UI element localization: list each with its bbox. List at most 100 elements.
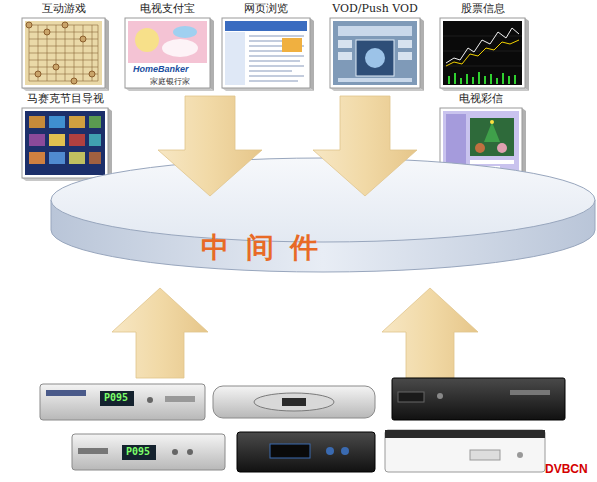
illustration-part xyxy=(29,152,45,164)
illustration-part xyxy=(51,158,595,242)
middleware-title: 中间件 xyxy=(201,232,335,264)
illustration-part xyxy=(443,21,522,85)
illustration-part xyxy=(22,18,105,88)
illustration-part xyxy=(89,71,95,77)
illustration-part xyxy=(35,71,41,77)
illustration-part xyxy=(484,122,500,142)
illustration-part xyxy=(56,25,57,81)
illustration-part xyxy=(510,390,550,395)
illustration-part xyxy=(472,77,474,84)
up-arrow xyxy=(112,288,208,378)
payment-screen xyxy=(125,18,214,91)
illustration-part xyxy=(448,72,516,84)
illustration-part xyxy=(49,116,65,128)
illustration-part xyxy=(254,393,334,411)
set-top-box xyxy=(40,384,205,420)
illustration-part xyxy=(470,118,514,156)
app-screen-node: 电视彩信 xyxy=(438,92,524,180)
illustration-part xyxy=(173,26,197,38)
app-label: 马赛克节目导视 xyxy=(20,92,110,106)
illustration-part xyxy=(326,447,334,455)
illustration-part xyxy=(29,39,98,40)
illustration-part xyxy=(44,29,50,35)
illustration-part xyxy=(29,81,98,82)
illustration-part xyxy=(330,18,420,88)
illustration-part xyxy=(69,116,85,128)
illustration-part xyxy=(490,74,492,84)
app-label: 股票信息 xyxy=(438,2,527,16)
app-label: 电视支付宝 xyxy=(123,2,212,16)
illustration-part xyxy=(338,52,352,60)
set-top-box xyxy=(392,378,565,420)
illustration-part xyxy=(440,18,525,88)
mosaic-screen xyxy=(22,108,112,181)
illustration-part xyxy=(71,78,77,84)
set-top-box xyxy=(385,430,545,472)
app-label: 网页浏览 xyxy=(220,2,312,16)
illustration-part xyxy=(475,143,485,153)
illustration-part xyxy=(40,384,205,420)
illustration-part xyxy=(249,35,304,36)
illustration-part xyxy=(270,444,310,458)
illustration-part xyxy=(74,25,75,81)
illustration-part xyxy=(525,18,529,91)
illustration-part xyxy=(210,18,214,91)
illustration-part xyxy=(29,134,45,146)
illustration-part xyxy=(26,22,32,28)
illustration-part xyxy=(490,120,494,124)
illustration-part xyxy=(29,67,98,68)
stock-screen xyxy=(440,18,529,91)
illustration-part xyxy=(496,78,498,84)
illustration-part xyxy=(443,66,522,67)
illustration-part xyxy=(83,25,84,81)
illustration-part xyxy=(385,430,545,472)
illustration-part xyxy=(125,18,210,88)
illustration-part xyxy=(122,445,156,460)
illustration-part xyxy=(53,64,59,70)
illustration-part xyxy=(460,78,462,84)
illustration-part xyxy=(89,134,101,146)
illustration-part xyxy=(89,152,101,164)
illustration-part xyxy=(108,108,112,181)
illustration-part xyxy=(89,116,101,128)
illustration-part xyxy=(338,26,412,36)
app-screen-node: 网页浏览 xyxy=(220,2,312,90)
app-screen-node: 马赛克节目导视 xyxy=(20,92,110,180)
illustration-part xyxy=(105,18,109,91)
set-top-box xyxy=(237,432,375,472)
illustration-part xyxy=(466,74,468,84)
illustration-part xyxy=(165,396,195,402)
illustration-part xyxy=(29,116,45,128)
illustration-part xyxy=(69,134,85,146)
illustration-part xyxy=(237,432,375,472)
illustration-part xyxy=(522,108,526,181)
illustration-part xyxy=(26,22,95,84)
illustration-part xyxy=(502,73,504,84)
illustration-part xyxy=(249,70,292,71)
illustration-part xyxy=(29,32,98,33)
illustration-part xyxy=(249,55,304,56)
illustration-part xyxy=(497,143,507,153)
illustration-part xyxy=(249,65,304,66)
illustration-part xyxy=(385,430,545,438)
illustration-part xyxy=(29,25,30,81)
illustration-part xyxy=(213,386,375,418)
illustration-part xyxy=(22,108,108,178)
illustration-part xyxy=(29,60,98,61)
illustration-part xyxy=(446,28,519,63)
app-screen-node: VOD/Push VOD xyxy=(328,2,422,90)
illustration-part xyxy=(65,25,66,81)
illustration-part xyxy=(62,22,68,28)
down-arrow xyxy=(313,96,417,196)
illustration-part xyxy=(470,160,514,164)
illustration-part xyxy=(49,134,65,146)
illustration-part xyxy=(98,25,99,81)
set-top-box xyxy=(72,434,225,470)
illustration-part xyxy=(29,53,98,54)
illustration-part xyxy=(29,25,98,81)
down-arrow xyxy=(158,96,262,196)
app-screen-node: 电视支付宝 xyxy=(123,2,212,90)
illustration-part xyxy=(446,40,519,66)
illustration-part xyxy=(333,21,417,85)
